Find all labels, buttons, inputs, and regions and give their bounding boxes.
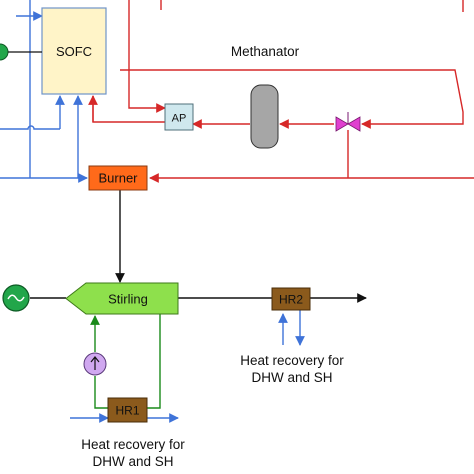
blue-streams xyxy=(0,0,88,183)
methanator-label: Methanator xyxy=(230,44,300,59)
hr2-label: HR2 xyxy=(279,293,303,307)
red-line-methanator-loop xyxy=(120,69,464,129)
ap-block xyxy=(164,103,194,131)
burner-block xyxy=(88,165,148,191)
pump-icon xyxy=(83,352,107,376)
black-streams xyxy=(30,190,367,303)
hr1-block xyxy=(107,397,148,423)
valve-icon xyxy=(335,112,361,132)
generator-icon xyxy=(0,43,9,61)
hr2-block xyxy=(271,287,311,311)
red-line-top-vertical xyxy=(128,0,166,113)
heat-recovery-hr2-line-2: DHW and SH xyxy=(251,370,333,385)
methanator-vessel xyxy=(250,84,279,149)
blue-line-bridge xyxy=(24,125,60,130)
stirling-label: Stirling xyxy=(108,292,148,307)
burner-label: Burner xyxy=(98,171,138,186)
red-streams xyxy=(88,0,474,183)
sofc-label: SOFC xyxy=(56,44,92,59)
hr1-label: HR1 xyxy=(115,404,139,418)
stirling-block xyxy=(65,282,179,315)
heat-recovery-hr1-label: Heat recovery for DHW and SH xyxy=(60,436,206,470)
hr2-water-loop xyxy=(278,310,305,346)
stirling-cooling-loop xyxy=(70,312,179,423)
ap-label: AP xyxy=(172,113,187,125)
sofc-block xyxy=(41,7,107,95)
heat-recovery-hr2-label: Heat recovery for DHW and SH xyxy=(222,352,362,386)
ac-generator-icon xyxy=(2,284,30,312)
green-loop-right xyxy=(147,312,161,409)
green-loop-bottom xyxy=(94,376,108,409)
heat-recovery-hr1-line-1: Heat recovery for xyxy=(81,437,185,452)
heat-recovery-hr2-line-1: Heat recovery for xyxy=(240,353,344,368)
heat-recovery-hr1-line-2: DHW and SH xyxy=(92,454,174,469)
